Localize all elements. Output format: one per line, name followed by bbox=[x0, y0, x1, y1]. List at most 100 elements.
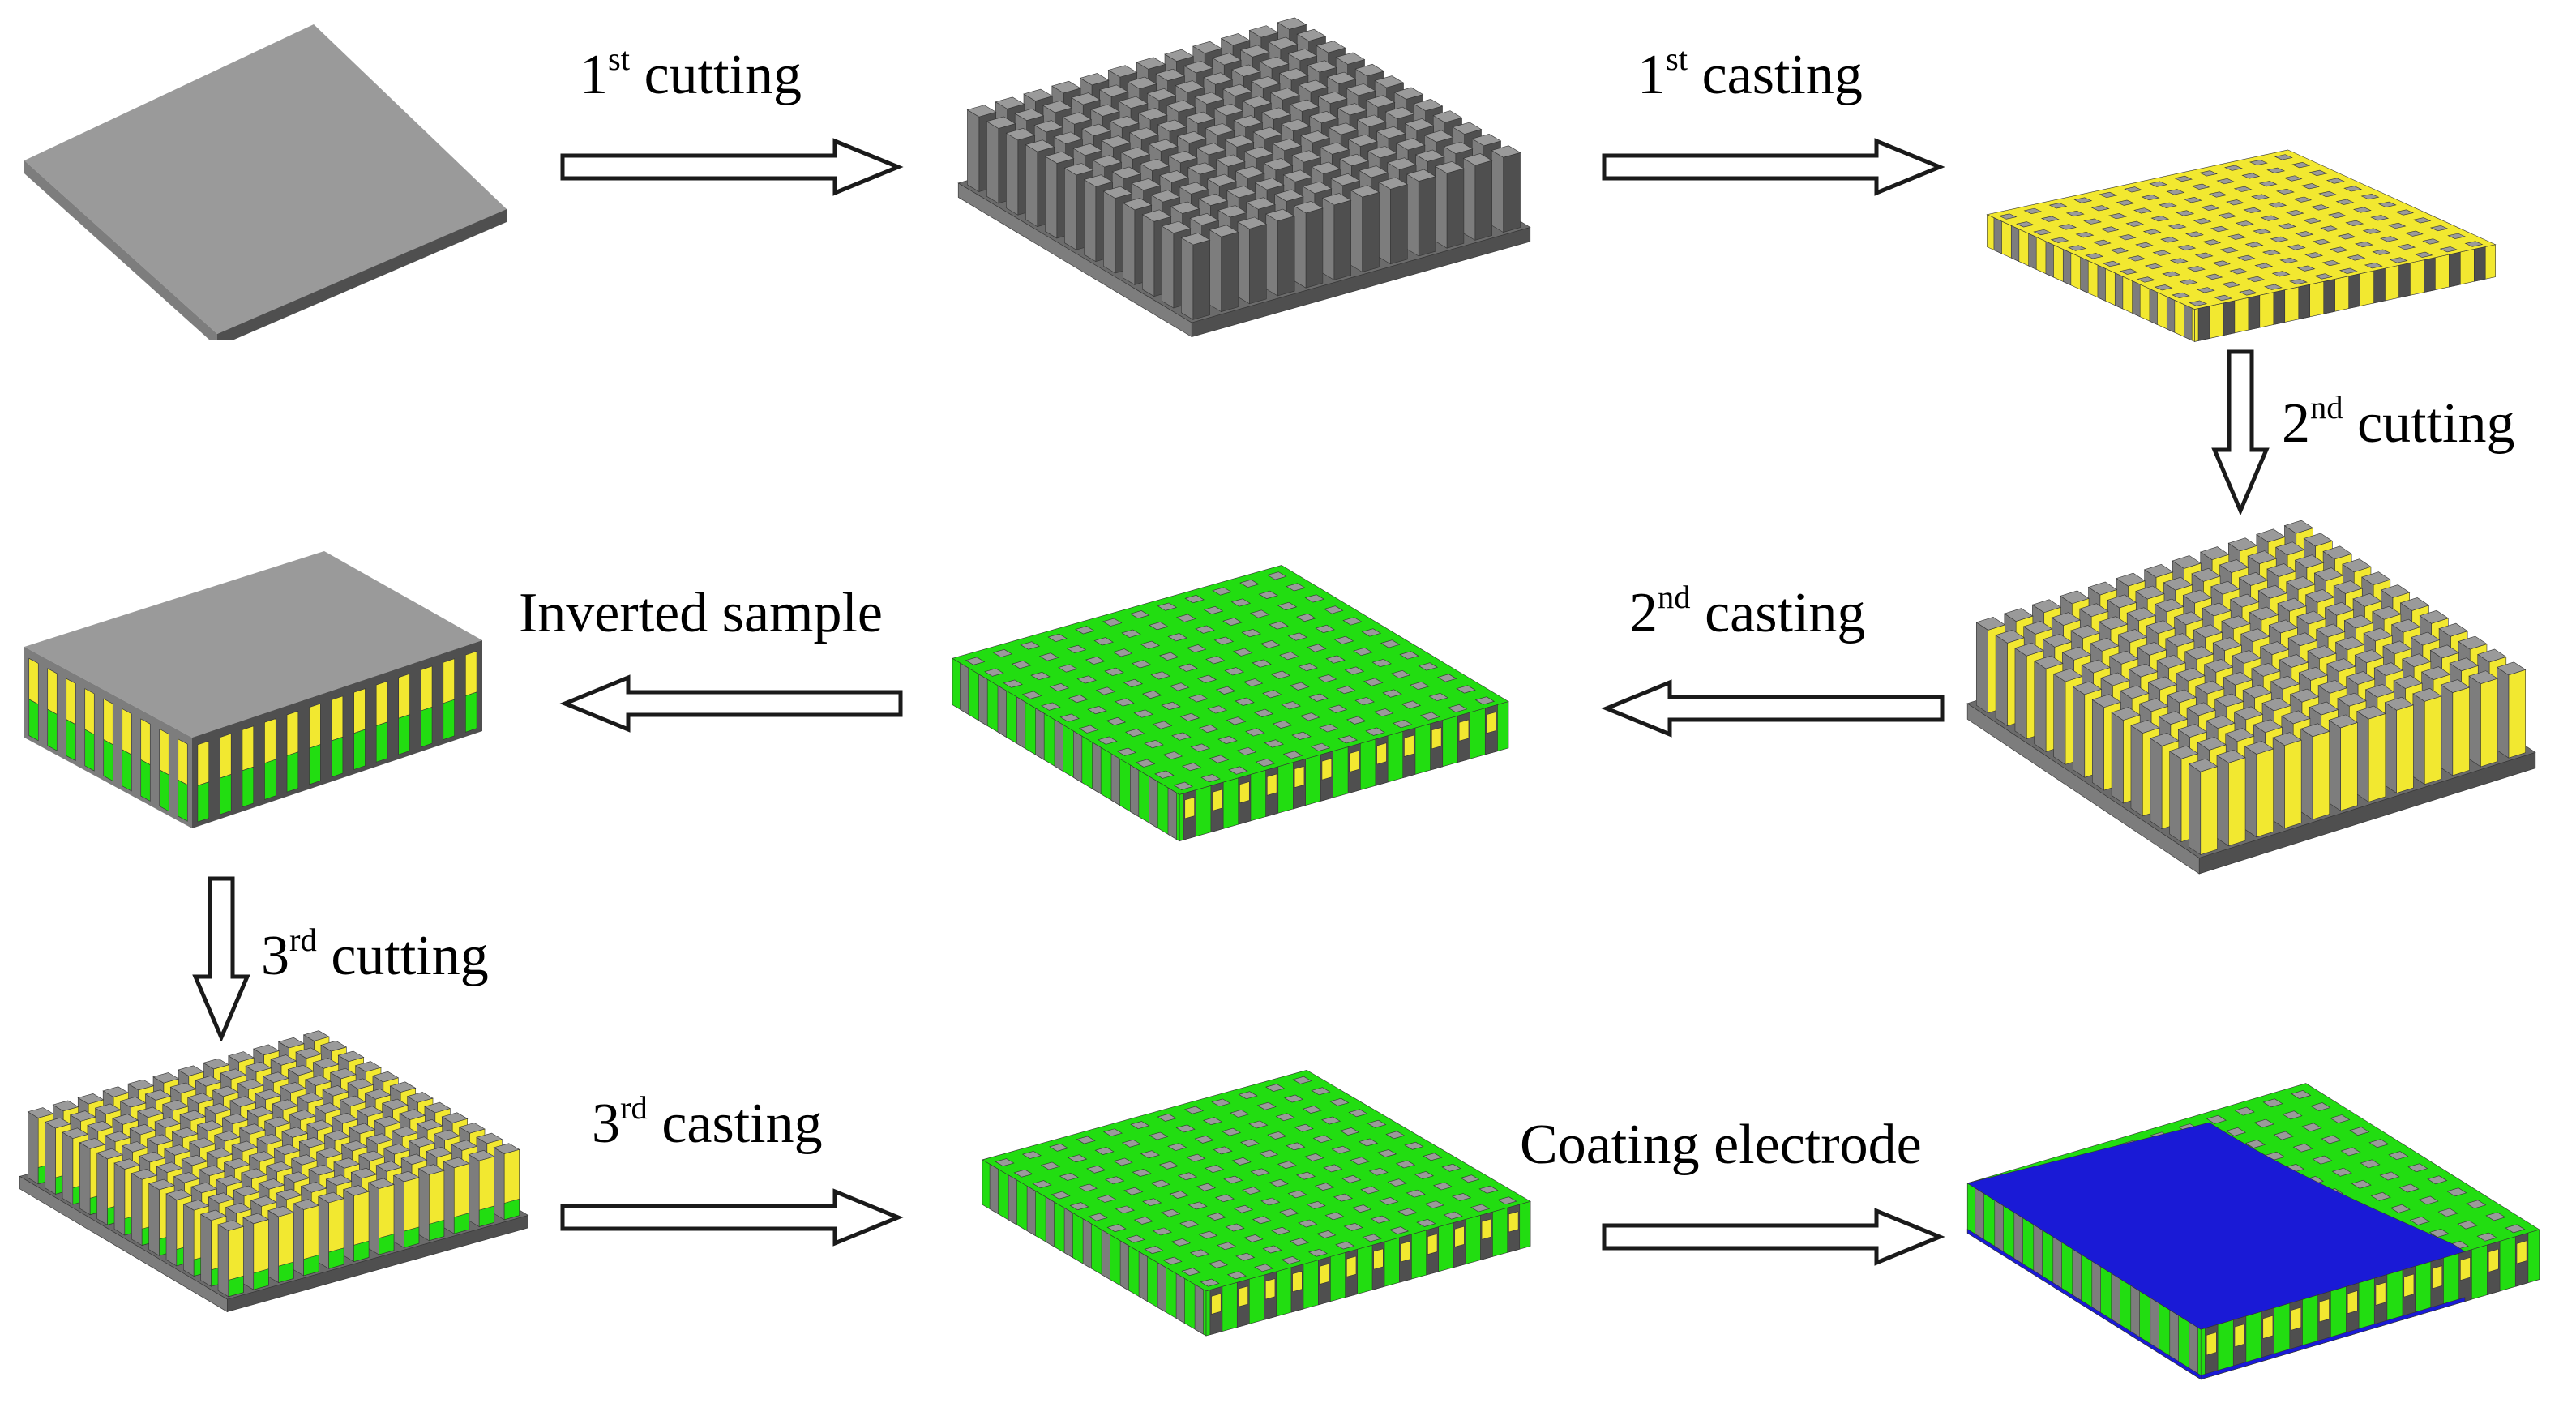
ceramic-pillar-top bbox=[1260, 640, 1281, 649]
ceramic-pillar-top bbox=[1157, 602, 1178, 611]
ceramic-pillar-top bbox=[1059, 1173, 1079, 1181]
epoxy-strip bbox=[286, 751, 299, 793]
ceramic-pillar-top bbox=[2183, 197, 2202, 203]
ceramic-pillar-top bbox=[2409, 1216, 2430, 1225]
ceramic-pillar-top bbox=[1161, 1208, 1181, 1217]
ceramic-pillar-top bbox=[1424, 1200, 1444, 1209]
ceramic-pillar-top bbox=[1038, 652, 1059, 661]
ceramic-pillar-top bbox=[2368, 1139, 2390, 1148]
ceramic-pillar-top bbox=[1397, 1208, 1418, 1217]
ceramic-pillar-top bbox=[2304, 252, 2324, 259]
ceramic-pillar-top bbox=[1291, 731, 1312, 740]
ceramic-pillar-top bbox=[1437, 674, 1457, 682]
ceramic-pillar-top bbox=[1187, 1201, 1208, 1210]
ceramic-pillar-top bbox=[2152, 250, 2172, 256]
ceramic-pillar-top bbox=[1286, 583, 1306, 592]
ceramic-pillar-top bbox=[965, 657, 986, 665]
ceramic-pillar-top bbox=[1186, 1153, 1206, 1162]
ceramic-column bbox=[978, 674, 988, 727]
ceramic-pillar-top bbox=[2058, 224, 2077, 230]
ceramic-pillar-top bbox=[2300, 183, 2320, 190]
ceramic-pillar-top bbox=[2233, 186, 2253, 192]
ceramic-pillar-top bbox=[1399, 651, 1419, 660]
ceramic-pillar-top bbox=[1270, 670, 1291, 679]
ceramic-pillar-top bbox=[1341, 1175, 1362, 1183]
ceramic-pillar-top bbox=[2221, 281, 2240, 288]
ceramic-pillar-top bbox=[1130, 1121, 1150, 1129]
epoxy-strip bbox=[66, 678, 76, 725]
ceramic-pillar-top bbox=[1076, 675, 1097, 684]
ceramic-pillar-top bbox=[2312, 238, 2331, 246]
label-2nd-cutting: 2nd cutting bbox=[2282, 388, 2515, 455]
arrow-left-icon bbox=[1601, 679, 1945, 738]
ceramic-pillar-top bbox=[1379, 1197, 1399, 1205]
ceramic-pillar-top bbox=[2187, 266, 2206, 272]
ceramic-pillar-top bbox=[2119, 268, 2138, 275]
ceramic-pillar-top bbox=[2437, 1208, 2458, 1217]
ceramic-pillar-top bbox=[1196, 674, 1217, 683]
ceramic-pillar-top bbox=[1380, 639, 1401, 648]
label-2nd-casting: 2nd casting bbox=[1629, 578, 1866, 644]
ceramic-pillar-top bbox=[1474, 696, 1496, 705]
ceramic-pillar-top bbox=[2253, 228, 2272, 235]
ceramic-pillar-top bbox=[1414, 1171, 1435, 1179]
ceramic-pillar-top bbox=[1230, 598, 1252, 607]
matrix-top bbox=[1986, 149, 2497, 310]
ceramic-pillar-top bbox=[1273, 720, 1293, 729]
epoxy-strip bbox=[443, 699, 455, 740]
ceramic-column bbox=[2298, 284, 2310, 320]
epoxy-strip bbox=[331, 736, 344, 778]
ceramic-column bbox=[1157, 1262, 1166, 1313]
ceramic-pillar-top bbox=[1290, 682, 1310, 691]
ceramic-pillar-top bbox=[1144, 1246, 1164, 1255]
ceramic-pillar-top bbox=[1324, 1212, 1345, 1221]
ceramic-column bbox=[1026, 1185, 1036, 1237]
ceramic-pillar-top bbox=[1179, 712, 1200, 721]
ceramic-pillar-top bbox=[2241, 173, 2261, 179]
ceramic-pillar-top bbox=[1125, 729, 1145, 738]
ceramic-pillar-top bbox=[1420, 712, 1440, 721]
ceramic-pillar-top bbox=[1423, 1153, 1443, 1161]
ceramic-pillar-top bbox=[1418, 662, 1439, 671]
ceramic-pillar-top bbox=[1177, 1172, 1197, 1181]
ceramic-pillar-top bbox=[1401, 700, 1422, 709]
ceramic-pillar-top bbox=[1021, 1151, 1042, 1159]
ceramic-pillar-top bbox=[2229, 268, 2249, 275]
ceramic-pillar-top bbox=[1236, 746, 1257, 756]
ceramic-pillar-top bbox=[1123, 1187, 1144, 1195]
ceramic-pillar-top bbox=[2260, 215, 2279, 221]
ceramic-pillar-top bbox=[2040, 216, 2060, 222]
ceramic-pillar-top bbox=[1149, 1131, 1169, 1140]
epoxy-strip bbox=[309, 703, 321, 749]
ceramic-pillar-top bbox=[1279, 652, 1299, 661]
ceramic-column bbox=[2097, 264, 2106, 302]
ceramic-pillar-top bbox=[2360, 194, 2380, 200]
ceramic-pillar-top bbox=[2237, 254, 2256, 261]
ceramic-pillar-top bbox=[2380, 236, 2398, 242]
ceramic-pillar-top bbox=[2219, 247, 2239, 254]
ceramic-pillar-top bbox=[2331, 1167, 2352, 1177]
ceramic-pillar-top bbox=[1233, 1204, 1253, 1213]
ceramic-pillar-top bbox=[1284, 1094, 1304, 1103]
ceramic-pillar-top bbox=[2137, 276, 2156, 283]
epoxy-strip bbox=[159, 769, 169, 812]
ceramic-pillar-top bbox=[1058, 664, 1078, 673]
ceramic-pillar-top bbox=[1343, 1222, 1363, 1231]
ceramic-pillar-top bbox=[2258, 181, 2278, 187]
ceramic-column bbox=[2062, 249, 2072, 286]
ceramic-pillar-top bbox=[2343, 186, 2363, 192]
ceramic-pillar-top bbox=[2235, 220, 2254, 227]
ceramic-pillar-top bbox=[1162, 1256, 1183, 1265]
ceramic-pillar-top bbox=[1393, 720, 1413, 729]
ceramic-pillar-top bbox=[1106, 717, 1127, 726]
ceramic-pillar-top bbox=[2142, 229, 2162, 235]
ceramic-pillar-top bbox=[2485, 1212, 2506, 1221]
ceramic-pillar-top bbox=[2135, 242, 2154, 249]
ceramic-pillar-top bbox=[1228, 766, 1248, 775]
ceramic-pillar-top bbox=[2176, 210, 2195, 216]
ceramic-pillar-top bbox=[2133, 207, 2152, 214]
ceramic-pillar-array-cut-2 bbox=[1966, 520, 2536, 875]
ceramic-column bbox=[1035, 708, 1045, 761]
ceramic-pillar-top bbox=[2251, 194, 2270, 200]
ceramic-pillar-top bbox=[2351, 1179, 2372, 1189]
